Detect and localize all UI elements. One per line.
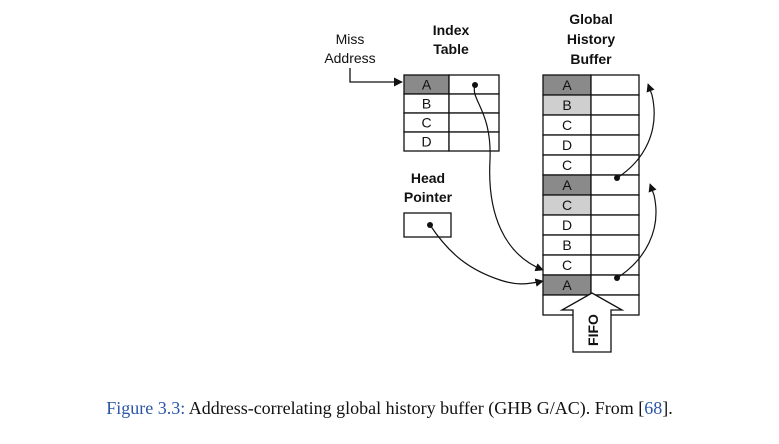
fifo-arrow — [559, 292, 625, 353]
ghb-pointer-cell — [590, 94, 640, 116]
ghb-a3-to-a2-arrow — [616, 183, 657, 279]
index-table-row-label: A — [422, 77, 432, 93]
ghb-a2-to-a1-arrow — [616, 83, 655, 179]
index-table-title-line1: Index — [433, 22, 470, 38]
ghb-row-label: B — [562, 97, 571, 113]
head-pointer-box — [403, 212, 452, 238]
caption-figure-number: Figure 3.3: — [106, 398, 186, 418]
ghb-row-label: B — [562, 237, 571, 253]
figure-caption: Figure 3.3: Address-correlating global h… — [0, 398, 779, 419]
ghb-row-label: D — [562, 137, 572, 153]
ghb-pointer-cell — [590, 154, 640, 176]
index-table-title-line2: Table — [433, 41, 469, 57]
index-a-pointer-arrow — [473, 84, 544, 272]
caption-text: Address-correlating global history buffe… — [185, 398, 645, 418]
ghb-pointer-cell — [590, 134, 640, 156]
ghb-pointer-cell — [590, 194, 640, 216]
ghb-pointer-cell — [590, 234, 640, 256]
fifo-label: FIFO — [585, 314, 601, 346]
ghb-title-line2: History — [567, 31, 615, 47]
index-table-row-label: D — [421, 134, 431, 150]
index-table-pointer-cell — [448, 131, 500, 152]
index-table-pointer-cell — [448, 93, 500, 114]
index-table-row-label: B — [422, 96, 431, 112]
ghb-row-label: A — [562, 177, 572, 193]
ghb-title-line3: Buffer — [570, 51, 612, 67]
ghb-row-label: A — [562, 277, 572, 293]
ghb-row-label: C — [562, 117, 572, 133]
ghb-diagram: Miss Address Index Table Global History … — [324, 11, 657, 353]
head-pointer-label-line2: Pointer — [404, 189, 453, 205]
ghb-pointer-cell — [590, 254, 640, 276]
head-pointer-arrow — [429, 224, 544, 287]
ghb-row-label: C — [562, 157, 572, 173]
ghb-row-label: D — [562, 217, 572, 233]
ghb-pointer-cell — [590, 74, 640, 96]
ghb-row-label: C — [562, 197, 572, 213]
ghb-row-label: C — [562, 257, 572, 273]
head-pointer-label-line1: Head — [411, 170, 445, 186]
ghb-title-line1: Global — [569, 11, 613, 27]
ghb-pointer-cell — [590, 114, 640, 136]
index-table-pointer-cell — [448, 112, 500, 133]
ghb-row-label: A — [562, 77, 572, 93]
miss-address-label-line2: Address — [324, 50, 375, 66]
miss-address-arrow — [349, 68, 403, 87]
caption-reference-link[interactable]: 68 — [644, 398, 663, 418]
caption-end: ]. — [662, 398, 673, 418]
ghb-pointer-cell — [590, 214, 640, 236]
index-table-row-label: C — [421, 115, 431, 131]
miss-address-label-line1: Miss — [336, 31, 365, 47]
